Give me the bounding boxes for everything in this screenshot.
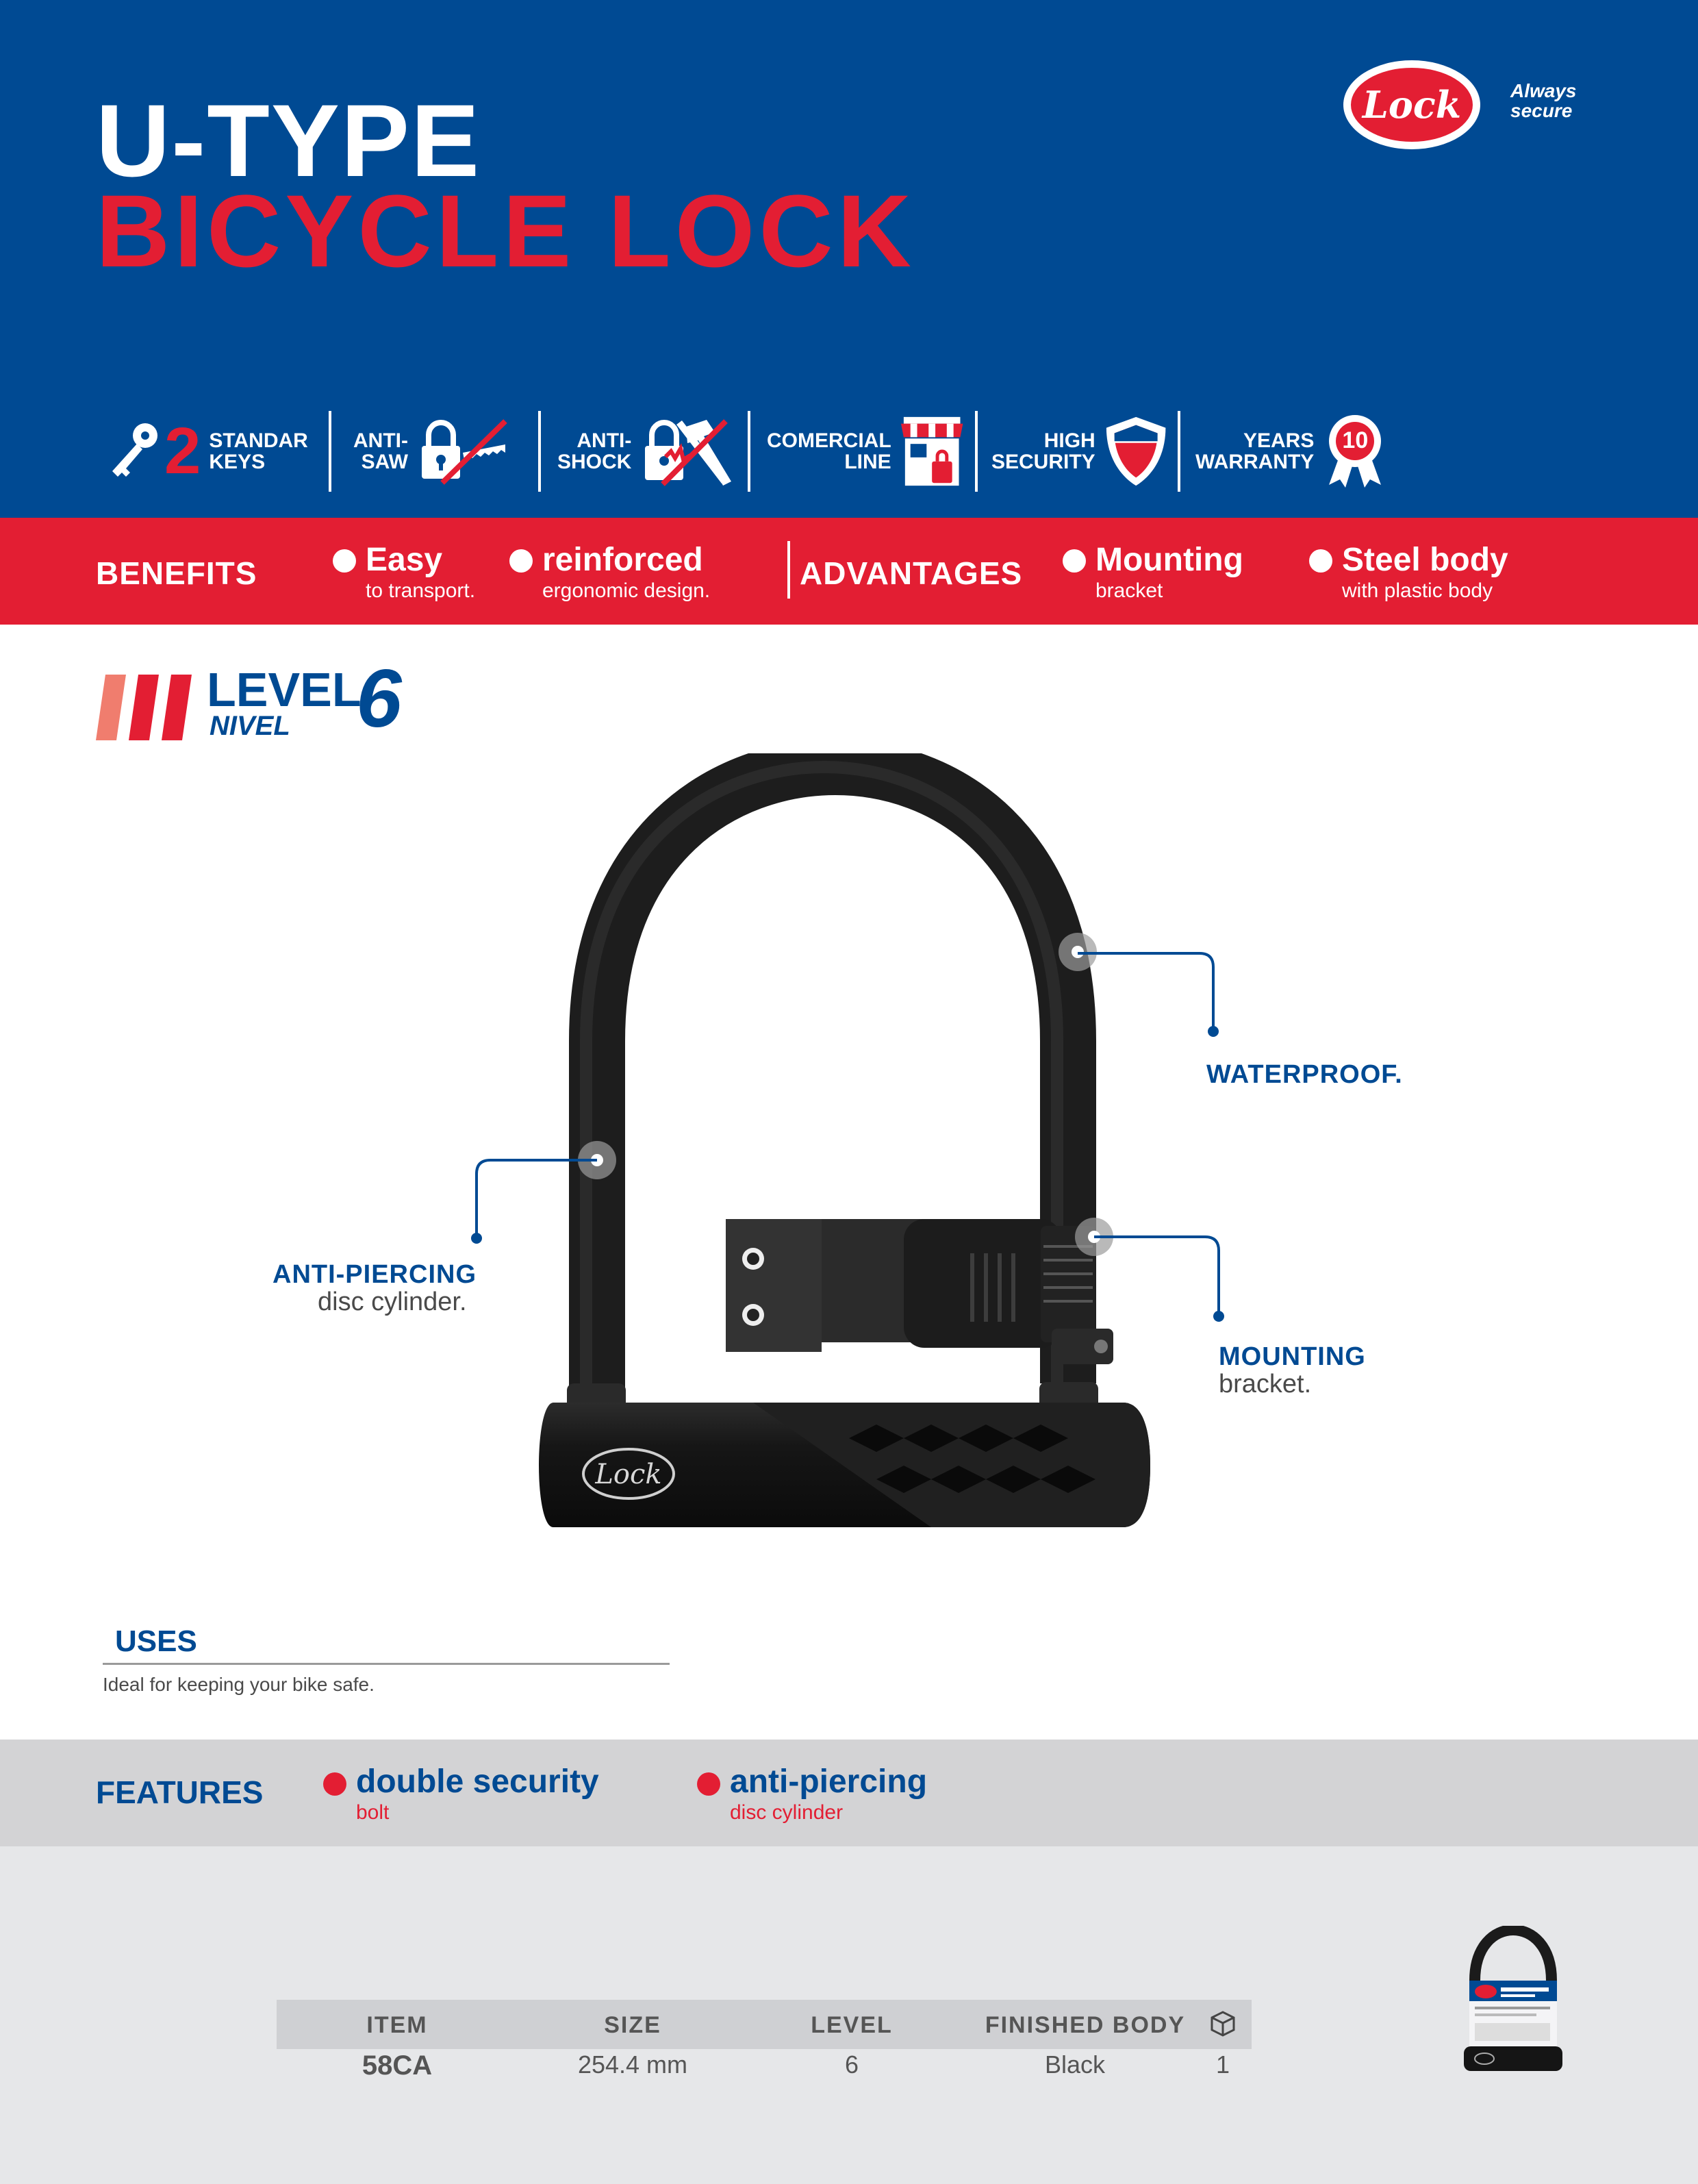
benefit-title: Easy [366, 542, 443, 578]
anti-saw-label-2: SAW [361, 451, 408, 473]
callout-lines [471, 952, 1224, 1322]
benefit-title: reinforced [542, 542, 703, 578]
title-line-1: U-TYPE [96, 83, 481, 198]
header-finished-body: FINISHED BODY [985, 2012, 1186, 2038]
callout-mounting-title: MOUNTING [1219, 1342, 1366, 1371]
level-stripes-icon [96, 675, 192, 740]
feature-high-security: HIGH SECURITY [991, 411, 1169, 492]
cell-item: 58CA [362, 2050, 433, 2081]
brand-logo-text: Lock [1351, 68, 1473, 142]
cell-finished-body: Black [1044, 2050, 1106, 2079]
tagline-line-1: Always [1510, 80, 1577, 101]
feature-subtitle: bolt [356, 1801, 390, 1824]
packaged-product-thumbnail [1464, 1926, 1562, 2071]
advantage-subtitle: bracket [1095, 579, 1163, 602]
benefits-title: BENEFITS [96, 555, 257, 591]
level-label: LEVEL [207, 663, 362, 716]
feature-title: anti-piercing [730, 1763, 928, 1800]
cell-size: 254.4 mm [577, 2050, 688, 2079]
brand-logo: Lock [1343, 60, 1480, 149]
benefits-bar [0, 518, 1698, 625]
spec-table-header [277, 2000, 1252, 2049]
callout-waterproof-title: WATERPROOF. [1206, 1060, 1403, 1089]
comercial-label-2: LINE [844, 451, 891, 473]
header-size: SIZE [604, 2012, 661, 2038]
anti-shock-label-1: ANTI- [576, 429, 632, 452]
feature-comercial-line: COMERCIAL LINE [767, 411, 965, 492]
uses-title: USES [115, 1624, 197, 1658]
feature-subtitle: disc cylinder [730, 1801, 844, 1824]
advantage-title: Steel body [1342, 542, 1508, 578]
bullet-dot [697, 1772, 720, 1796]
feature-standard-keys: 2 STANDAR KEYS [107, 411, 319, 492]
divider [538, 411, 541, 492]
store-icon [900, 416, 963, 486]
uses-divider [103, 1663, 670, 1665]
keys-label-2: KEYS [209, 451, 266, 473]
feature-title: double security [356, 1763, 599, 1800]
callout-mounting-subtitle: bracket. [1219, 1370, 1312, 1398]
features-bar [0, 1740, 1698, 1846]
anti-saw-icon [421, 419, 507, 485]
benefit-subtitle: to transport. [366, 579, 476, 602]
features-title: FEATURES [96, 1774, 264, 1810]
anti-shock-icon [645, 419, 732, 486]
advantage-title: Mounting [1095, 542, 1243, 578]
header-level: LEVEL [811, 2012, 893, 2038]
bullet-dot [333, 549, 356, 573]
key-icon [112, 423, 157, 477]
feature-anti-shock: ANTI- SHOCK [557, 411, 735, 492]
cell-level: 6 [844, 2050, 859, 2079]
product-logo-text: Lock [594, 1459, 661, 1490]
brand-tagline: Always secure [1510, 81, 1577, 121]
title-line-2: BICYCLE LOCK [96, 173, 915, 288]
keys-label-1: STANDAR [209, 429, 308, 452]
divider [975, 411, 978, 492]
header-item: ITEM [366, 2012, 428, 2038]
divider [1178, 411, 1180, 492]
comercial-label-1: COMERCIAL [767, 429, 891, 452]
advantage-subtitle: with plastic body [1342, 579, 1493, 602]
level-number: 6 [356, 653, 402, 744]
warranty-label-1: YEARS [1243, 429, 1315, 452]
feature-warranty: YEARS WARRANTY 10 [1195, 411, 1401, 492]
divider [748, 411, 750, 492]
warranty-badge-number: 10 [1342, 427, 1369, 453]
bullet-dot [1063, 549, 1086, 573]
high-security-label-1: HIGH [1043, 429, 1095, 452]
bullet-dot [323, 1772, 346, 1796]
divider [787, 541, 790, 599]
anti-saw-label-1: ANTI- [353, 429, 408, 452]
cell-quantity: 1 [1215, 2050, 1230, 2079]
high-security-label-2: SECURITY [991, 451, 1095, 473]
bullet-dot [1309, 549, 1332, 573]
ribbon-icon: 10 [1321, 414, 1389, 489]
benefit-subtitle: ergonomic design. [542, 579, 711, 602]
advantages-title: ADVANTAGES [800, 555, 1023, 591]
bullet-dot [509, 549, 533, 573]
divider [329, 411, 331, 492]
keys-number: 2 [164, 414, 201, 488]
shield-icon [1106, 416, 1166, 486]
warranty-label-2: WARRANTY [1195, 451, 1315, 473]
tagline-line-2: secure [1510, 100, 1573, 122]
anti-shock-label-2: SHOCK [557, 451, 632, 473]
callout-anti-piercing-title: ANTI-PIERCING [273, 1260, 477, 1289]
box-icon [1211, 2011, 1235, 2037]
callout-anti-piercing-subtitle: disc cylinder. [318, 1288, 467, 1316]
nivel-label: NIVEL [210, 711, 290, 741]
feature-anti-saw: ANTI- SAW [353, 411, 531, 492]
uses-text: Ideal for keeping your bike safe. [103, 1674, 375, 1695]
u-lock-product-image: Lock [539, 753, 1150, 1527]
